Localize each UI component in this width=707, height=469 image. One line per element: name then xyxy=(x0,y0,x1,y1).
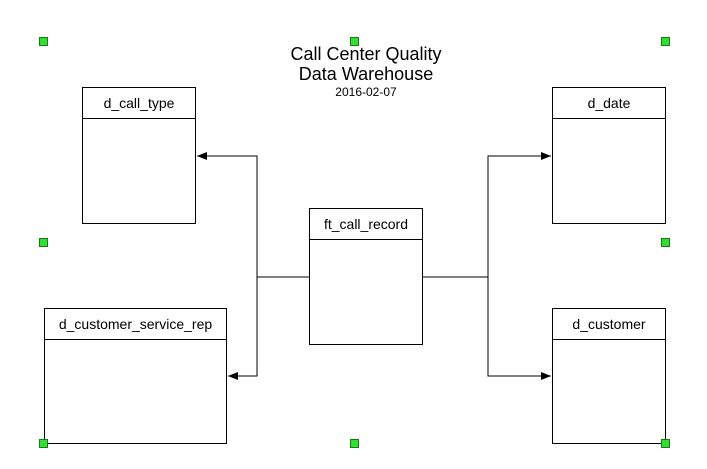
diagram-title-block: Call Center Quality Data Warehouse 2016-… xyxy=(0,44,707,100)
entity-d-customer-service-rep-name: d_customer_service_rep xyxy=(45,309,226,340)
entity-d-customer[interactable]: d_customer xyxy=(552,308,666,444)
connector-fact-to-date[interactable] xyxy=(423,152,551,278)
entity-d-customer-name: d_customer xyxy=(553,309,665,340)
entity-d-call-type-name: d_call_type xyxy=(83,88,195,119)
diagram-title-line-1: Call Center Quality xyxy=(290,44,442,64)
entity-ft-call-record[interactable]: ft_call_record xyxy=(309,208,423,345)
connector-fact-to-call-type[interactable] xyxy=(197,152,309,278)
entity-d-date[interactable]: d_date xyxy=(552,87,666,224)
selection-handle-bottom-right[interactable] xyxy=(661,439,670,448)
selection-handle-top-left[interactable] xyxy=(39,37,48,46)
diagram-date: 2016-02-07 xyxy=(335,85,397,99)
selection-handle-middle-left[interactable] xyxy=(39,238,48,247)
diagram-title-line-2: Data Warehouse xyxy=(298,64,434,84)
entity-d-call-type[interactable]: d_call_type xyxy=(82,87,196,224)
connector-fact-to-customer[interactable] xyxy=(487,277,551,380)
entity-d-date-name: d_date xyxy=(553,88,665,119)
entity-d-customer-service-rep[interactable]: d_customer_service_rep xyxy=(44,308,227,444)
selection-handle-middle-right[interactable] xyxy=(661,238,670,247)
connector-fact-to-rep[interactable] xyxy=(228,277,258,380)
selection-handle-top-right[interactable] xyxy=(661,37,670,46)
selection-handle-top-center[interactable] xyxy=(350,37,359,46)
selection-handle-bottom-center[interactable] xyxy=(350,439,359,448)
entity-ft-call-record-name: ft_call_record xyxy=(310,209,422,240)
selection-handle-bottom-left[interactable] xyxy=(39,439,48,448)
